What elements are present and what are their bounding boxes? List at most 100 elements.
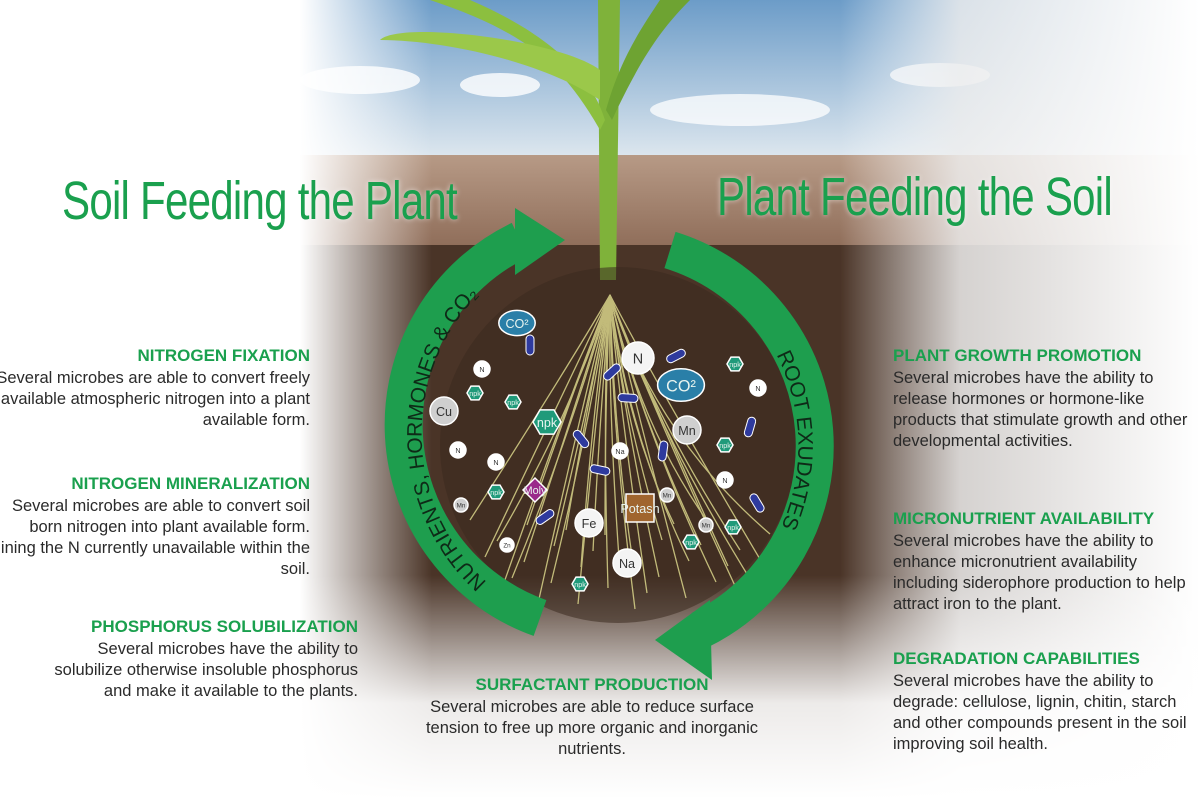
nutrient-npk: npk [726, 356, 744, 372]
svg-text:N: N [633, 352, 643, 368]
nutrient-mn: Mn [698, 517, 714, 533]
right-arrowhead-icon [655, 600, 712, 680]
nutrient-n: N [487, 453, 505, 471]
left-cycle-arrow [384, 222, 547, 636]
block-text: Several microbes are able to convert soi… [0, 497, 310, 578]
microbe-icon [572, 429, 590, 449]
nutrient-n: N [449, 441, 467, 459]
nutrient-zn: Zn [499, 537, 515, 553]
root-strand [609, 294, 633, 557]
roots [469, 294, 771, 610]
svg-text:npk: npk [490, 488, 502, 497]
nutrient-mn: Mn [672, 415, 702, 445]
nutrient-n: N [716, 471, 734, 489]
block-heading: NITROGEN FIXATION [137, 346, 310, 365]
svg-text:Mn: Mn [702, 522, 711, 529]
nutrient-cu: Cu [429, 396, 459, 426]
block-text: Several microbes have the ability to rel… [893, 369, 1188, 450]
root-strand [511, 294, 611, 579]
microbe-icon [657, 440, 669, 462]
microbe-icon [743, 416, 757, 438]
root-strand [538, 294, 611, 600]
block-heading: MICRONUTRIENT AVAILABILITY [893, 509, 1155, 528]
root-strand [609, 294, 690, 562]
nutrient-n: N [749, 379, 767, 397]
block-text: Several microbes have the ability to sol… [54, 640, 358, 700]
svg-text:npk: npk [719, 441, 731, 450]
root-strand [484, 294, 611, 558]
svg-text:npk: npk [729, 360, 741, 369]
nutrient-co: CO² [498, 309, 536, 337]
svg-text:Mn: Mn [678, 424, 696, 438]
root-strand [609, 294, 621, 573]
block-degradation-capabilities: DEGRADATION CAPABILITIES Several microbe… [893, 649, 1200, 755]
svg-text:Na: Na [619, 557, 635, 571]
svg-text:Potash: Potash [620, 502, 659, 516]
svg-text:N: N [479, 365, 484, 374]
nutrient-npk: npk [487, 484, 505, 500]
block-text: Several microbes are able to reduce surf… [425, 698, 759, 758]
microbe-icon [666, 348, 686, 364]
svg-text:Cu: Cu [436, 405, 452, 419]
nutrient-moly: Moly [521, 476, 549, 504]
block-plant-growth-promotion: PLANT GROWTH PROMOTION Several microbes … [893, 346, 1193, 452]
nutrient-npk: npk [682, 534, 700, 550]
nutrient-n: N [473, 360, 491, 378]
block-heading: NITROGEN MINERALIZATION [71, 474, 310, 493]
svg-text:Moly: Moly [524, 485, 547, 497]
nutrient-mn: Mn [453, 497, 469, 513]
microbe-icon [603, 363, 621, 381]
root-strand [577, 294, 611, 605]
microbe-icon [535, 509, 555, 525]
block-surfactant-production: SURFACTANT PRODUCTION Several microbes a… [402, 675, 782, 760]
svg-text:npk: npk [537, 416, 558, 430]
svg-text:npk: npk [685, 538, 697, 547]
block-nitrogen-fixation: NITROGEN FIXATION Several microbes are a… [0, 346, 310, 431]
svg-text:npk: npk [507, 398, 519, 407]
svg-text:Zn: Zn [503, 542, 511, 549]
block-phosphorus-solubilization: PHOSPHORUS SOLUBILIZATION Several microb… [28, 617, 358, 702]
nutrient-co: CO² [656, 368, 706, 402]
root-strand [565, 294, 611, 531]
block-text: Several microbes are able to convert fre… [0, 369, 310, 429]
nutrient-npk: npk [724, 519, 742, 535]
nutrient-npk: npk [532, 409, 562, 435]
nutrient-fe: Fe [574, 508, 604, 538]
svg-text:Mn: Mn [663, 492, 672, 499]
nutrient-na: Na [612, 548, 642, 578]
root-strand [609, 294, 714, 530]
svg-text:Na: Na [615, 447, 624, 456]
nutrient-potash: Potash [620, 493, 660, 523]
nutrient-n: N [621, 341, 655, 375]
right-cycle-arrow [664, 231, 834, 648]
svg-text:N: N [755, 384, 760, 393]
root-strand [609, 294, 771, 535]
left-arrowhead-icon [515, 208, 565, 275]
block-nitrogen-mineralization: NITROGEN MINERALIZATION Several microbes… [0, 474, 310, 580]
title-plant-feeding-soil: Plant Feeding the Soil [717, 167, 1113, 227]
svg-text:Fe: Fe [582, 517, 597, 531]
microbe-icon [617, 393, 639, 403]
root-strand [604, 294, 611, 536]
svg-text:npk: npk [574, 580, 586, 589]
svg-text:CO²: CO² [505, 317, 528, 331]
block-heading: DEGRADATION CAPABILITIES [893, 649, 1140, 668]
block-micronutrient-availability: MICRONUTRIENT AVAILABILITY Several micro… [893, 509, 1200, 615]
microbe-icon [525, 334, 535, 356]
microbe-icon [749, 493, 765, 513]
block-heading: PHOSPHORUS SOLUBILIZATION [91, 617, 358, 636]
nutrient-npk: npk [504, 394, 522, 410]
nutrient-markers: CO² CO² N N N N N N Cu npk npk npk npk npk npk npk npk np… [429, 309, 767, 592]
svg-text:CO²: CO² [666, 377, 696, 395]
title-soil-feeding-plant: Soil Feeding the Plant [62, 171, 458, 231]
svg-text:npk: npk [469, 389, 481, 398]
svg-text:npk: npk [727, 523, 739, 532]
block-text: Several microbes have the ability to deg… [893, 672, 1187, 753]
svg-text:N: N [455, 446, 460, 455]
nutrient-npk: npk [466, 385, 484, 401]
nutrient-npk: npk [571, 576, 589, 592]
block-heading: SURFACTANT PRODUCTION [475, 675, 709, 694]
nutrient-na: Na [611, 442, 629, 460]
root-strand [496, 294, 611, 542]
